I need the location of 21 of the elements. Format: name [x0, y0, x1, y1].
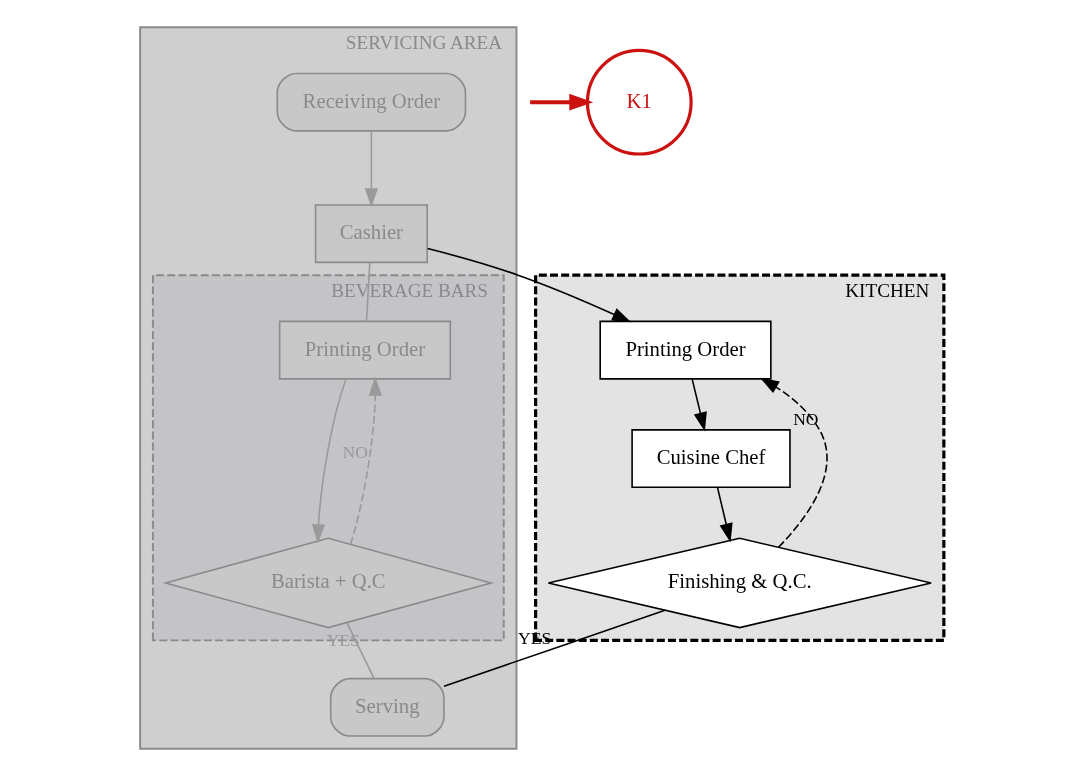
arrow: [716, 486, 733, 543]
connector: [345, 622, 375, 680]
node-box: Cashier: [314, 204, 428, 264]
node-box: Cuisine Chef: [630, 429, 791, 489]
node-box: Serving: [329, 677, 445, 737]
connector: [365, 261, 371, 323]
node-diamond: Finishing & Q.C.: [547, 537, 932, 629]
node-box: Receiving Order: [276, 72, 466, 132]
arrow: [426, 247, 631, 323]
connector: [442, 609, 666, 688]
arrow: [311, 378, 347, 544]
node-box: Printing Order: [598, 320, 772, 380]
arrow: [759, 377, 828, 549]
node-box: Printing Order: [278, 320, 451, 380]
arrow: [529, 93, 593, 111]
arrow: [364, 130, 378, 208]
edge-label: NO: [792, 408, 819, 429]
node-circle: K1: [585, 48, 693, 156]
arrow: [349, 376, 382, 546]
node-diamond: Barista + Q.C: [162, 537, 494, 629]
arrow: [690, 378, 707, 432]
